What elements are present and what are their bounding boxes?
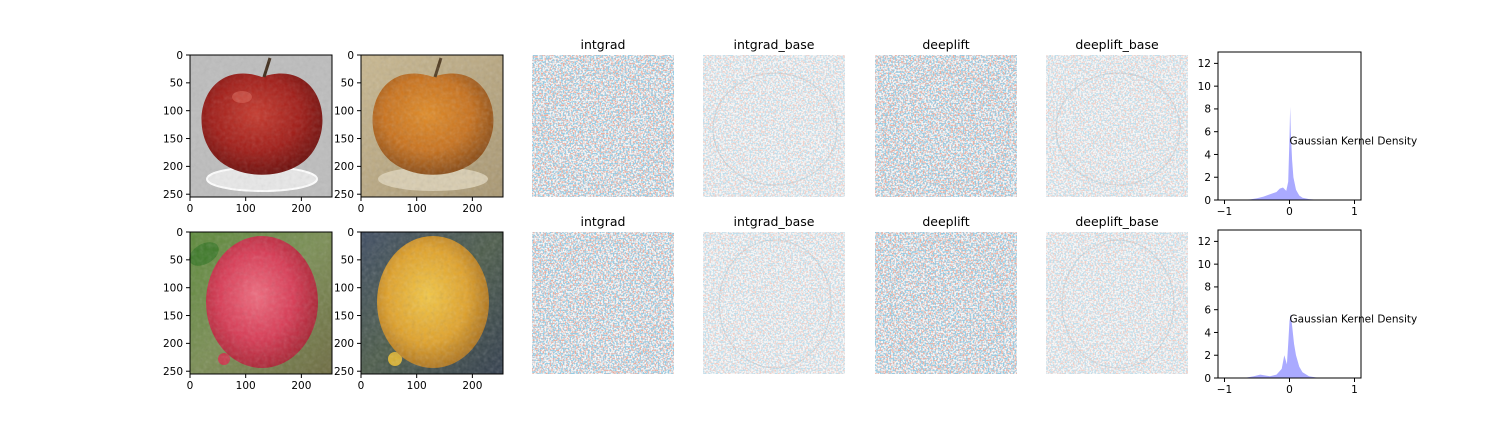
- x-tick-label: 0: [358, 380, 365, 392]
- chart-annotation: Gaussian Kernel Density: [1290, 313, 1418, 325]
- x-tick-label: 100: [236, 203, 256, 215]
- y-tick-label: 50: [341, 255, 354, 267]
- y-tick-label: 200: [163, 338, 183, 350]
- x-tick-label: 1: [1351, 206, 1358, 218]
- y-tick-label: 10: [1198, 81, 1211, 93]
- y-tick-label: 6: [1204, 304, 1211, 316]
- x-tick-label: 200: [291, 203, 311, 215]
- image-frame: [360, 54, 504, 198]
- column-title: intgrad: [581, 37, 626, 52]
- chart-annotation: Gaussian Kernel Density: [1290, 135, 1418, 147]
- image-panels: 0 100 200 0 50 100 150 200 250 0 100 200 0 50 100 150 20…: [163, 50, 504, 392]
- y-tick-label: 100: [163, 282, 183, 294]
- column-title: intgrad: [581, 214, 626, 229]
- x-tick-label: −1: [1217, 384, 1232, 396]
- image-frame: [189, 231, 333, 375]
- y-tick-label: 8: [1204, 104, 1211, 116]
- y-tick-label: 4: [1204, 327, 1211, 339]
- y-tick-label: 50: [341, 78, 354, 90]
- y-tick-label: 0: [1204, 195, 1211, 207]
- y-tick-label: 10: [1198, 259, 1211, 271]
- y-tick-label: 0: [347, 227, 354, 239]
- x-tick-label: 200: [462, 380, 482, 392]
- x-tick-label: 100: [407, 203, 427, 215]
- attribution-map-r2-c3: [875, 232, 1017, 374]
- attribution-map-r2-c1: [532, 232, 674, 374]
- attribution-map-r1-c3: [875, 55, 1017, 197]
- column-title: deeplift_base: [1075, 37, 1159, 52]
- attribution-map-r2-c4: [1046, 232, 1188, 374]
- y-tick-label: 200: [334, 161, 354, 173]
- attribution-maps: [532, 55, 1188, 374]
- y-tick-label: 150: [163, 133, 183, 145]
- x-tick-label: 200: [462, 203, 482, 215]
- image-frame: [189, 54, 333, 198]
- y-tick-label: 250: [163, 189, 183, 201]
- x-tick-label: 200: [291, 380, 311, 392]
- x-tick-label: 100: [236, 380, 256, 392]
- x-tick-label: 0: [187, 380, 194, 392]
- row1-original-image: 0 100 200 0 50 100 150 200 250: [163, 50, 333, 215]
- y-tick-label: 200: [163, 161, 183, 173]
- y-tick-label: 100: [163, 105, 183, 117]
- y-tick-label: 100: [334, 282, 354, 294]
- x-tick-label: 0: [1286, 384, 1293, 396]
- x-tick-label: 0: [187, 203, 194, 215]
- y-tick-label: 12: [1198, 58, 1211, 70]
- y-tick-label: 250: [334, 189, 354, 201]
- y-tick-label: 0: [176, 227, 183, 239]
- y-tick-label: 12: [1198, 236, 1211, 248]
- column-title: intgrad_base: [733, 214, 814, 229]
- y-tick-label: 150: [334, 310, 354, 322]
- row1-generated-image: 0 100 200 0 50 100 150 200 250: [334, 50, 504, 215]
- attribution-map-r2-c2: [703, 232, 845, 374]
- y-tick-label: 200: [334, 338, 354, 350]
- y-tick-label: 2: [1204, 350, 1211, 362]
- y-tick-label: 2: [1204, 172, 1211, 184]
- y-tick-label: 250: [163, 366, 183, 378]
- column-title: deeplift: [922, 214, 969, 229]
- column-titles: intgrad intgrad_base deeplift deeplift_base…: [581, 37, 1159, 229]
- density-area: [1244, 314, 1322, 378]
- image-frame: [360, 231, 504, 375]
- attribution-map-r1-c4: [1046, 55, 1188, 197]
- y-tick-label: 0: [176, 50, 183, 62]
- y-tick-label: 100: [334, 105, 354, 117]
- y-tick-label: 50: [170, 78, 183, 90]
- row2-generated-image: 0 100 200 0 50 100 150 200 250: [334, 227, 504, 392]
- y-tick-label: 0: [1204, 373, 1211, 385]
- y-tick-label: 6: [1204, 126, 1211, 138]
- column-title: deeplift: [922, 37, 969, 52]
- attribution-map-r1-c1: [532, 55, 674, 197]
- column-title: intgrad_base: [733, 37, 814, 52]
- attribution-map-r1-c2: [703, 55, 845, 197]
- y-tick-label: 150: [334, 133, 354, 145]
- x-tick-label: 1: [1351, 384, 1358, 396]
- y-tick-label: 250: [334, 366, 354, 378]
- y-tick-label: 4: [1204, 149, 1211, 161]
- y-tick-label: 8: [1204, 282, 1211, 294]
- y-tick-label: 150: [163, 310, 183, 322]
- y-tick-label: 50: [170, 255, 183, 267]
- x-tick-label: −1: [1217, 206, 1232, 218]
- x-tick-label: 0: [358, 203, 365, 215]
- x-tick-label: 0: [1286, 206, 1293, 218]
- density-area: [1237, 106, 1322, 200]
- x-tick-label: 100: [407, 380, 427, 392]
- row2-original-image: 0 100 200 0 50 100 150 200 250: [163, 227, 333, 392]
- column-title: deeplift_base: [1075, 214, 1159, 229]
- y-tick-label: 0: [347, 50, 354, 62]
